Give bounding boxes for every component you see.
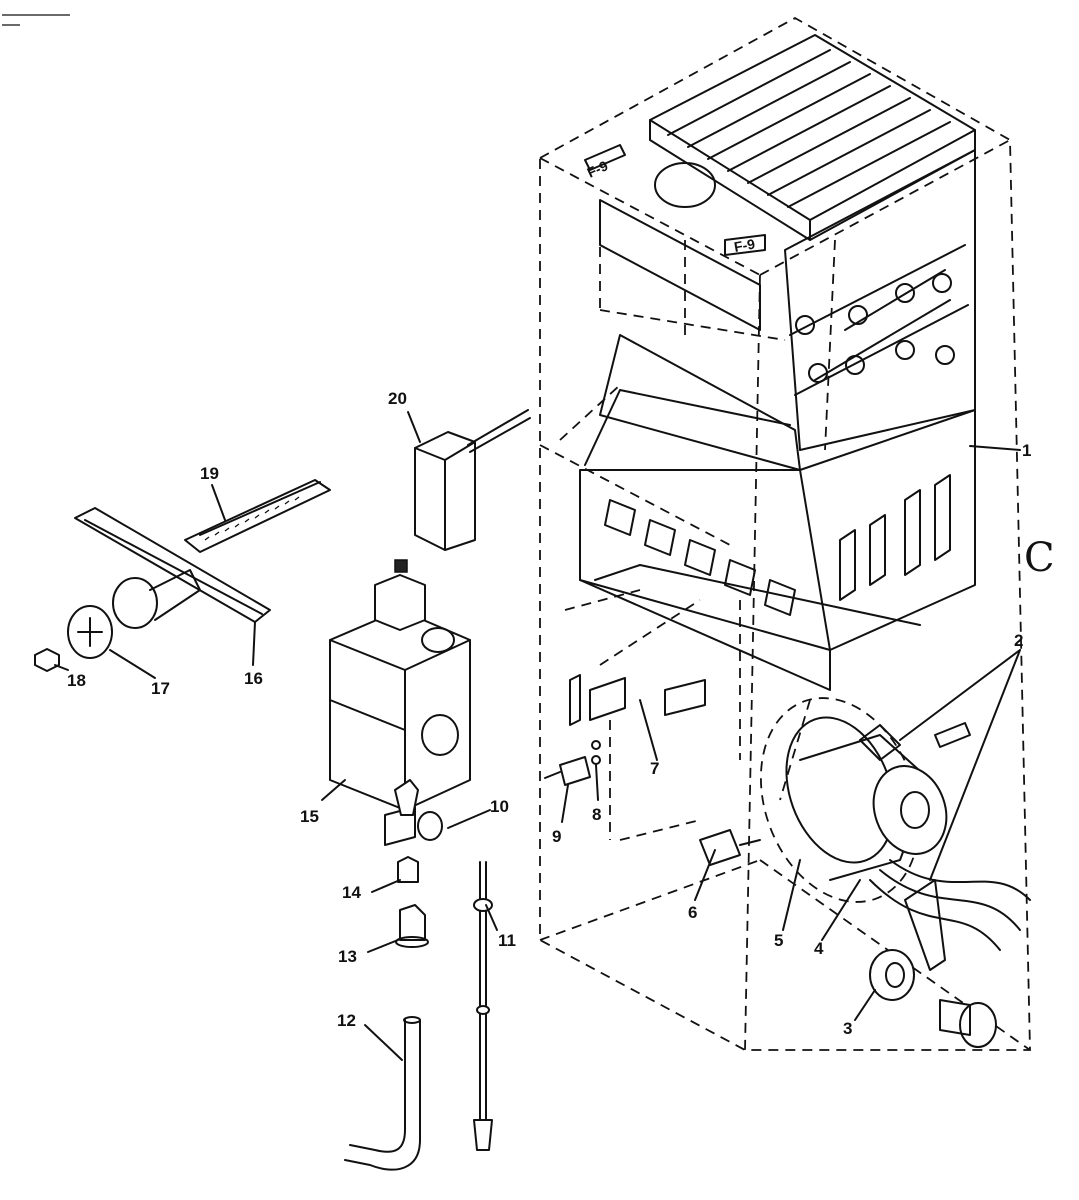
part-16-rail bbox=[74, 507, 271, 623]
part-10-pilot bbox=[384, 779, 443, 846]
burner-box bbox=[579, 334, 976, 691]
part-20-control bbox=[414, 409, 531, 551]
callout-14: 14 bbox=[342, 883, 361, 902]
callout-2: 2 bbox=[1014, 631, 1024, 650]
callout-1: 1 bbox=[1022, 441, 1032, 460]
part-11-thermocouple bbox=[473, 861, 493, 1151]
callout-17: 17 bbox=[151, 679, 170, 698]
control-board-parts bbox=[544, 674, 706, 786]
callout-16: 16 bbox=[244, 669, 263, 688]
part-17-wheel bbox=[67, 569, 201, 659]
callout-10: 10 bbox=[490, 797, 509, 816]
parts-12-13-14 bbox=[344, 856, 429, 1171]
callout-11: 11 bbox=[498, 931, 516, 950]
svg-text:F-9: F-9 bbox=[733, 236, 757, 255]
callout-4: 4 bbox=[814, 939, 824, 958]
callout-5: 5 bbox=[774, 931, 784, 950]
callout-6: 6 bbox=[688, 903, 698, 922]
callout-13: 13 bbox=[338, 947, 357, 966]
callout-12: 12 bbox=[337, 1011, 356, 1030]
callout-8: 8 bbox=[592, 805, 602, 824]
callout-20: 20 bbox=[388, 389, 407, 408]
heat-exchanger-top bbox=[649, 34, 976, 241]
leader-lines bbox=[54, 411, 1021, 1061]
svg-text:F-9: F-9 bbox=[585, 157, 611, 180]
edge-mark: C bbox=[1024, 535, 1055, 581]
scan-specks bbox=[2, 14, 70, 26]
part-18-nut bbox=[34, 648, 60, 672]
part-19-burner-rail bbox=[184, 479, 331, 553]
blower-assembly bbox=[699, 697, 1031, 1048]
callout-3: 3 bbox=[843, 1019, 853, 1038]
callout-18: 18 bbox=[67, 671, 86, 690]
callout-7: 7 bbox=[650, 759, 660, 778]
callout-19: 19 bbox=[200, 464, 219, 483]
part-15-gas-valve bbox=[329, 559, 471, 811]
callout-15: 15 bbox=[300, 807, 319, 826]
callout-9: 9 bbox=[552, 827, 562, 846]
